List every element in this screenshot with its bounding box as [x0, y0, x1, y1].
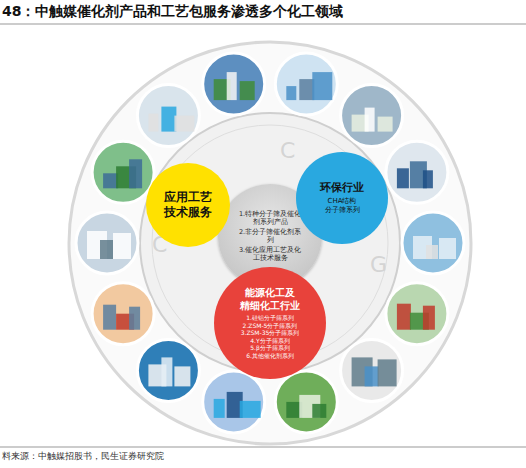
photo-detail — [240, 81, 255, 100]
photo-detail — [113, 233, 131, 259]
photo-detail — [240, 401, 261, 418]
watermark-letter: G — [370, 252, 387, 277]
circle-text: 4.Y分子筛系列 — [225, 337, 315, 345]
photo-detail — [129, 307, 140, 330]
photo-detail — [299, 79, 314, 100]
circle-heading: 环保行业 — [307, 181, 377, 195]
photo-circle — [137, 339, 199, 401]
photo-detail — [439, 238, 456, 259]
photo-detail — [397, 168, 409, 188]
circle-text: 6.其他催化剂系列 — [225, 352, 315, 360]
photo-circle — [275, 371, 337, 433]
photo-circle — [275, 53, 337, 115]
photo-detail — [161, 107, 176, 132]
category-circle: 环保行业 CHA结构 分子筛系列 — [296, 152, 388, 244]
photo-detail — [103, 173, 118, 188]
circle-heading: 能源化工及 精细化工行业 — [239, 287, 301, 312]
watermark-letter: C — [280, 138, 295, 163]
photo-circle — [76, 212, 138, 274]
photo-circle — [203, 53, 265, 115]
caption-rule — [0, 447, 526, 448]
photo-detail — [214, 399, 225, 418]
photo-detail — [312, 404, 326, 418]
photo-detail — [174, 116, 194, 132]
circle-text: 2.ZSM-5分子筛系列 — [225, 322, 315, 330]
photo-detail — [227, 72, 237, 100]
inner-disc — [140, 113, 400, 373]
photo-detail — [365, 366, 379, 386]
category-circle: 应用工艺 技术服务 — [146, 163, 230, 247]
photo-circle — [92, 141, 154, 203]
photo-detail — [378, 359, 397, 386]
circle-heading: 应用工艺 技术服务 — [162, 190, 214, 220]
photo-detail — [161, 357, 172, 386]
photo-detail — [426, 245, 438, 259]
title-rule — [0, 24, 526, 25]
photo-circle — [402, 212, 464, 274]
circle-text: 1.硅铝分子筛系列 — [225, 314, 315, 322]
circle-text: 3.催化应用工艺及化工技术服务 — [236, 246, 304, 262]
caption: 料来源：中触媒招股书，民生证券研究院 — [2, 450, 164, 463]
photo-detail — [129, 159, 142, 188]
photo-detail — [103, 305, 116, 330]
photo-detail — [423, 306, 435, 330]
photo-detail — [100, 240, 113, 259]
circle-text: 1.特种分子筛及催化剂系列产品 — [236, 210, 304, 226]
photo-detail — [286, 86, 296, 100]
photo-circle — [386, 283, 448, 345]
circle-text: 2.非分子筛催化剂系列 — [236, 228, 304, 244]
outer-ring — [69, 42, 471, 444]
photo-detail — [397, 304, 411, 330]
photo-circle — [203, 371, 265, 433]
photo-circle — [386, 141, 448, 203]
circle-text: 5.β分子筛系列 — [225, 344, 315, 352]
photo-detail — [378, 117, 393, 132]
title: 48：中触媒催化剂产品和工艺包服务渗透多个化工领域 — [2, 3, 343, 21]
photo-circle — [341, 339, 403, 401]
photo-circle — [341, 85, 403, 147]
photo-circle — [137, 85, 199, 147]
category-circle: 能源化工及 精细化工行业 1.硅铝分子筛系列2.ZSM-5分子筛系列3.ZSM-3… — [214, 267, 326, 379]
photo-circle — [92, 283, 154, 345]
circle-text: 3.ZSM-35分子筛系列 — [225, 329, 315, 337]
photo-detail — [423, 170, 433, 188]
circle-text: CHA结构 分子筛系列 — [324, 197, 360, 215]
photo-detail — [365, 108, 375, 132]
photo-detail — [174, 366, 190, 386]
photo-detail — [312, 72, 332, 100]
photo-detail — [148, 114, 158, 132]
